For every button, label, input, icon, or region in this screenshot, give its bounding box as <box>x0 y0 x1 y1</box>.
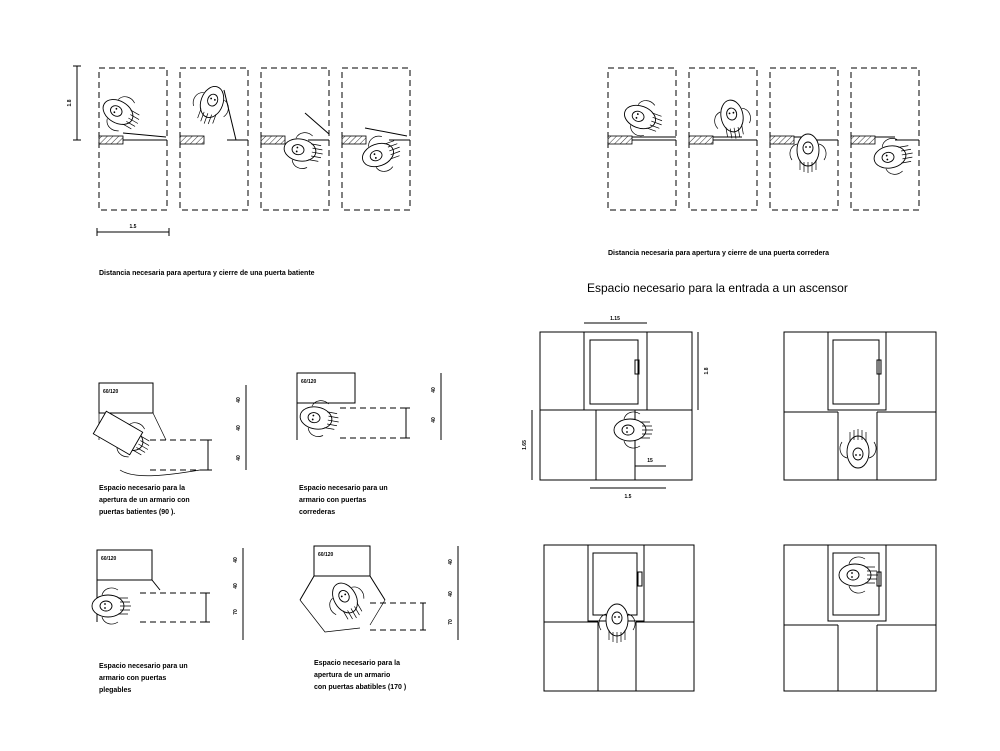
wardrobe-dim: 40 <box>236 455 242 461</box>
wardrobe-tag: 60/120 <box>101 556 117 562</box>
caption-swing-door: Distancia necesaria para apertura y cier… <box>99 270 315 277</box>
person-icon <box>839 428 877 469</box>
caption-wardrobe-folding: Espacio necesario para un armario con pu… <box>99 663 190 694</box>
person-icon <box>613 411 654 449</box>
dim-door-width: 1.5 <box>130 224 137 230</box>
person-icon <box>320 574 373 628</box>
elevator-plan-3 <box>543 544 695 692</box>
wardrobe-dim: 40 <box>448 559 454 565</box>
dim-elev-top: 1.15 <box>610 316 620 322</box>
wardrobe-dim: 40 <box>431 387 437 393</box>
dim-elev-right: 1.8 <box>704 367 710 374</box>
wardrobe-tag: 60/120 <box>103 389 119 395</box>
person-icon <box>870 134 917 179</box>
person-icon <box>91 587 132 625</box>
person-icon <box>838 556 879 594</box>
elevator-section-title: Espacio necesario para la entrada a un a… <box>587 281 848 295</box>
wardrobe-dim: 40 <box>233 557 239 563</box>
caption-wardrobe-swing: Espacio necesario para la apertura de un… <box>99 485 192 516</box>
dim-elev-left: 1.65 <box>522 440 528 450</box>
swing-door-walls <box>98 135 410 145</box>
caption-sliding-door: Distancia necesaria para apertura y cier… <box>608 250 829 257</box>
wardrobe-slidefold-diagram: 60/120 40 40 70 Espacio necesario para l… <box>299 545 459 691</box>
person-icon <box>280 128 327 173</box>
wardrobe-folding-diagram: 60/120 40 40 70 Espacio necesario para u… <box>91 548 244 694</box>
sliding-door-walls <box>607 135 919 145</box>
person-icon <box>618 94 669 143</box>
swing-door-cells <box>98 67 411 211</box>
person-icon <box>710 96 755 143</box>
wardrobe-dim: 40 <box>236 425 242 431</box>
swing-door-diagram: 1.8 <box>67 65 411 277</box>
elevator-plan-2 <box>783 331 937 481</box>
sliding-door-diagram: Distancia necesaria para apertura y cier… <box>607 67 920 257</box>
person-icon <box>94 87 148 140</box>
wardrobe-dim: 40 <box>236 397 242 403</box>
wardrobe-dim: 70 <box>233 609 239 615</box>
caption-wardrobe-sliding: Espacio necesario para un armario con pu… <box>299 485 390 516</box>
wardrobe-sliding-diagram: 60/120 40 40 Espacio necesario para un a… <box>296 372 442 516</box>
person-icon <box>598 603 636 644</box>
elevator-plan-1: 1.15 1.8 1.65 1.5 15 <box>522 316 710 500</box>
wardrobe-dim: 40 <box>431 417 437 423</box>
person-icon <box>296 396 343 441</box>
caption-wardrobe-slidefold: Espacio necesario para la apertura de un… <box>314 660 406 691</box>
swing-door-leaves <box>122 89 408 141</box>
wardrobe-tag: 60/120 <box>318 552 334 558</box>
wardrobe-tag: 60/120 <box>301 379 317 385</box>
dim-elev-bottom: 1.5 <box>625 494 632 500</box>
wardrobe-dim: 40 <box>233 583 239 589</box>
wardrobe-dim: 40 <box>448 591 454 597</box>
dim-elev-small: 15 <box>647 458 653 464</box>
elevator-plan-4 <box>783 544 937 692</box>
wardrobe-swing-diagram: 60/120 40 40 40 Espacio necesario para l… <box>92 382 247 516</box>
sliding-door-cells <box>607 67 920 211</box>
wardrobe-dim: 70 <box>448 619 454 625</box>
dim-door-height: 1.8 <box>67 99 73 106</box>
